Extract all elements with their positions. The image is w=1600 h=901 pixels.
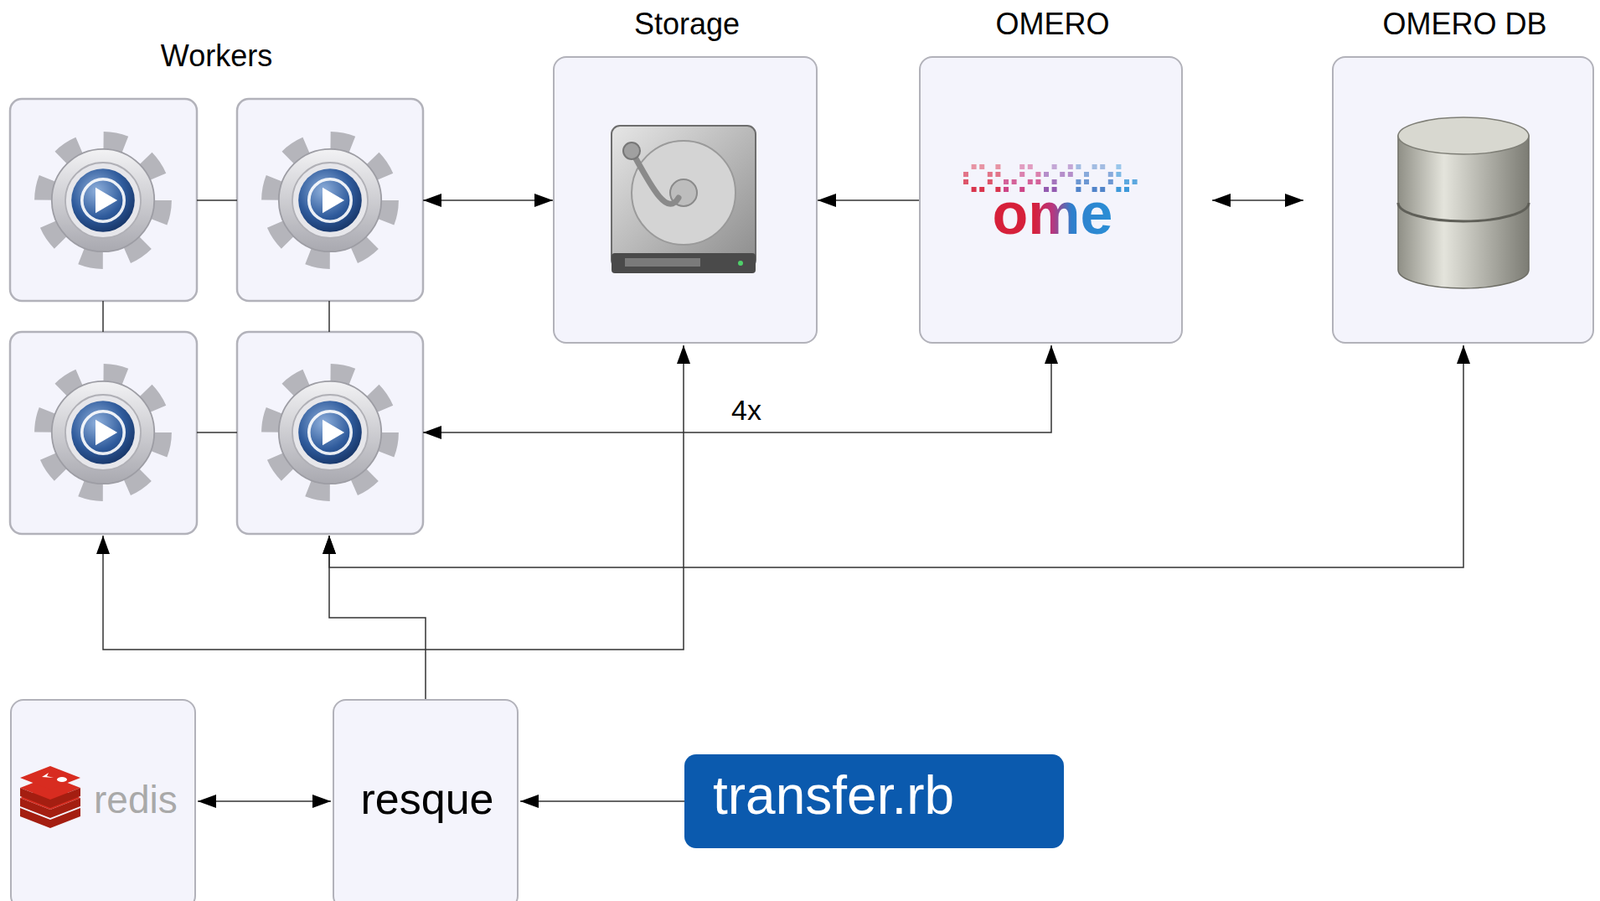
logo-dot [1099,164,1105,170]
drawing-part [196,431,238,434]
drawing-part [20,787,81,808]
drawing-part [102,300,104,332]
logo-dot [1068,171,1074,177]
hard-disk-icon [611,125,756,274]
drawing-part [237,331,424,534]
logo-dot [1059,171,1065,177]
box-fills [10,56,1594,901]
connector [197,800,331,802]
logo-dot [979,186,985,192]
drawing-part [611,252,756,274]
drawing-part [273,143,388,259]
edge-label: 4x [728,393,764,427]
logo-dot [995,164,1001,170]
connector [1212,199,1304,202]
logo-dot [1019,171,1025,177]
box-heading: OMERO DB [1382,6,1547,42]
connector [520,800,685,802]
redis-box: redis [10,698,197,901]
logo-text: ome [992,180,1114,248]
connector [329,535,426,699]
drawing-part [10,98,197,301]
logo-dot [1115,186,1121,192]
logo-dot [1115,171,1121,177]
database-box: OMERO DB [1331,56,1595,344]
logo-dot [971,186,977,192]
logo-dot [1132,179,1138,185]
box-label: redis [93,777,178,822]
logo-dot [963,171,969,177]
drawing-part [10,699,196,901]
drawing-part [196,199,238,202]
drawing-part [20,765,81,790]
logo-dot [1115,164,1121,170]
drawing-part [1398,117,1529,155]
logo-dot [1035,171,1041,177]
logo-dot [1043,171,1049,177]
connector [423,345,1052,433]
logo-dot [995,171,1001,177]
drawing-part [56,776,68,782]
drawing-part [237,98,424,301]
drawing-part [919,56,1182,343]
logo-dot [1092,164,1098,170]
connector [817,199,919,202]
database-icon [1398,117,1529,289]
drawing-part [273,375,388,491]
logo-dot [1083,171,1090,177]
logo-dot [1052,164,1058,170]
logo-dot [1108,171,1114,177]
drawing-part [553,56,817,343]
connector [103,345,684,650]
logo-dot [987,171,993,177]
worker-boxes [10,98,424,534]
drawing-part [46,375,161,491]
drawing-part [738,260,744,266]
omero-box: OMEROome [918,56,1183,344]
drawing-part [10,331,197,534]
drawing-part [46,143,161,259]
connector [423,199,553,202]
workers-group: Workers [10,98,424,534]
drawing-part [1398,202,1529,222]
logo-dot [979,164,985,170]
box-heading: OMERO [995,6,1110,42]
drawing-part [41,772,54,778]
resque-box: resque [332,698,519,901]
gear-icons [46,143,388,491]
box-heading: Workers [160,38,273,73]
script-box: transfer.rb [684,753,1064,848]
logo-dot [963,179,969,185]
drawing-part [631,140,736,245]
logo-dot [1019,164,1025,170]
drawing-part [611,125,756,269]
drawing-part [624,258,701,267]
drawing-part [1398,135,1529,289]
logo-dot [1124,179,1130,185]
redis-logo [20,765,81,828]
logo-dot [1027,164,1033,170]
drawing-part [631,150,679,204]
storage-box: Storage [552,56,818,344]
box-heading: Storage [634,6,740,42]
drawing-part [333,699,518,901]
box-label: transfer.rb [712,764,955,827]
logo-dot [971,164,977,170]
box-label: resque [361,774,495,825]
connector [329,345,1464,568]
drawing-part [1332,56,1594,343]
logo-dot [1075,164,1081,170]
logo-dot [1068,164,1074,170]
drawing-part [623,142,640,160]
drawing-part [328,300,331,332]
logo-dot [1124,186,1130,192]
